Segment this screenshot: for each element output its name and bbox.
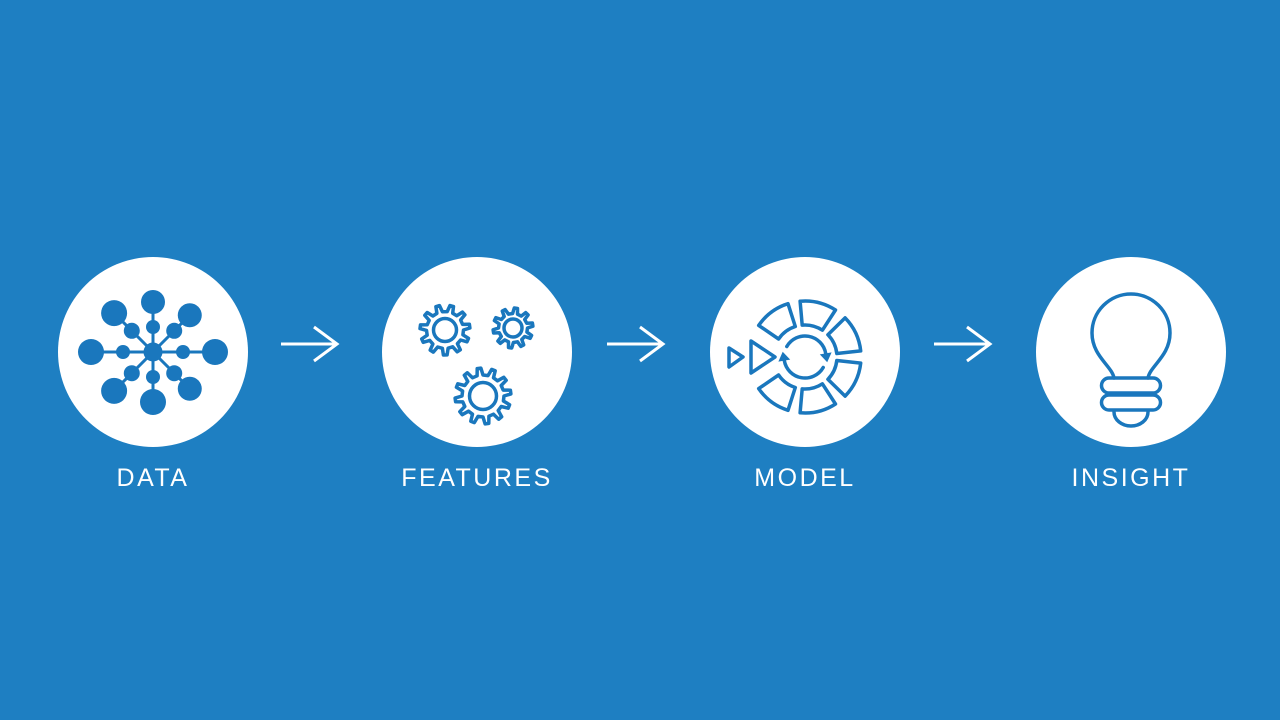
model-iteration-icon — [727, 299, 863, 415]
step-circle-insight — [1036, 257, 1226, 447]
network-nodes-icon — [78, 290, 228, 415]
right-arrow-icon — [281, 325, 340, 363]
step-label-data: DATA — [116, 464, 190, 492]
right-arrow-icon — [607, 325, 666, 363]
step-label-model: MODEL — [754, 464, 856, 492]
step-circle-features — [382, 257, 572, 447]
arrow-head — [639, 325, 666, 363]
step-label-features: FEATURES — [401, 464, 553, 492]
right-arrow-icon — [934, 325, 993, 363]
gears-icon — [418, 303, 535, 426]
step-circle-data — [58, 257, 248, 447]
step-label-insight: INSIGHT — [1071, 464, 1191, 492]
arrow-head — [313, 325, 340, 363]
step-circle-model — [710, 257, 900, 447]
lightbulb-icon — [1090, 292, 1172, 428]
arrow-head — [966, 325, 993, 363]
